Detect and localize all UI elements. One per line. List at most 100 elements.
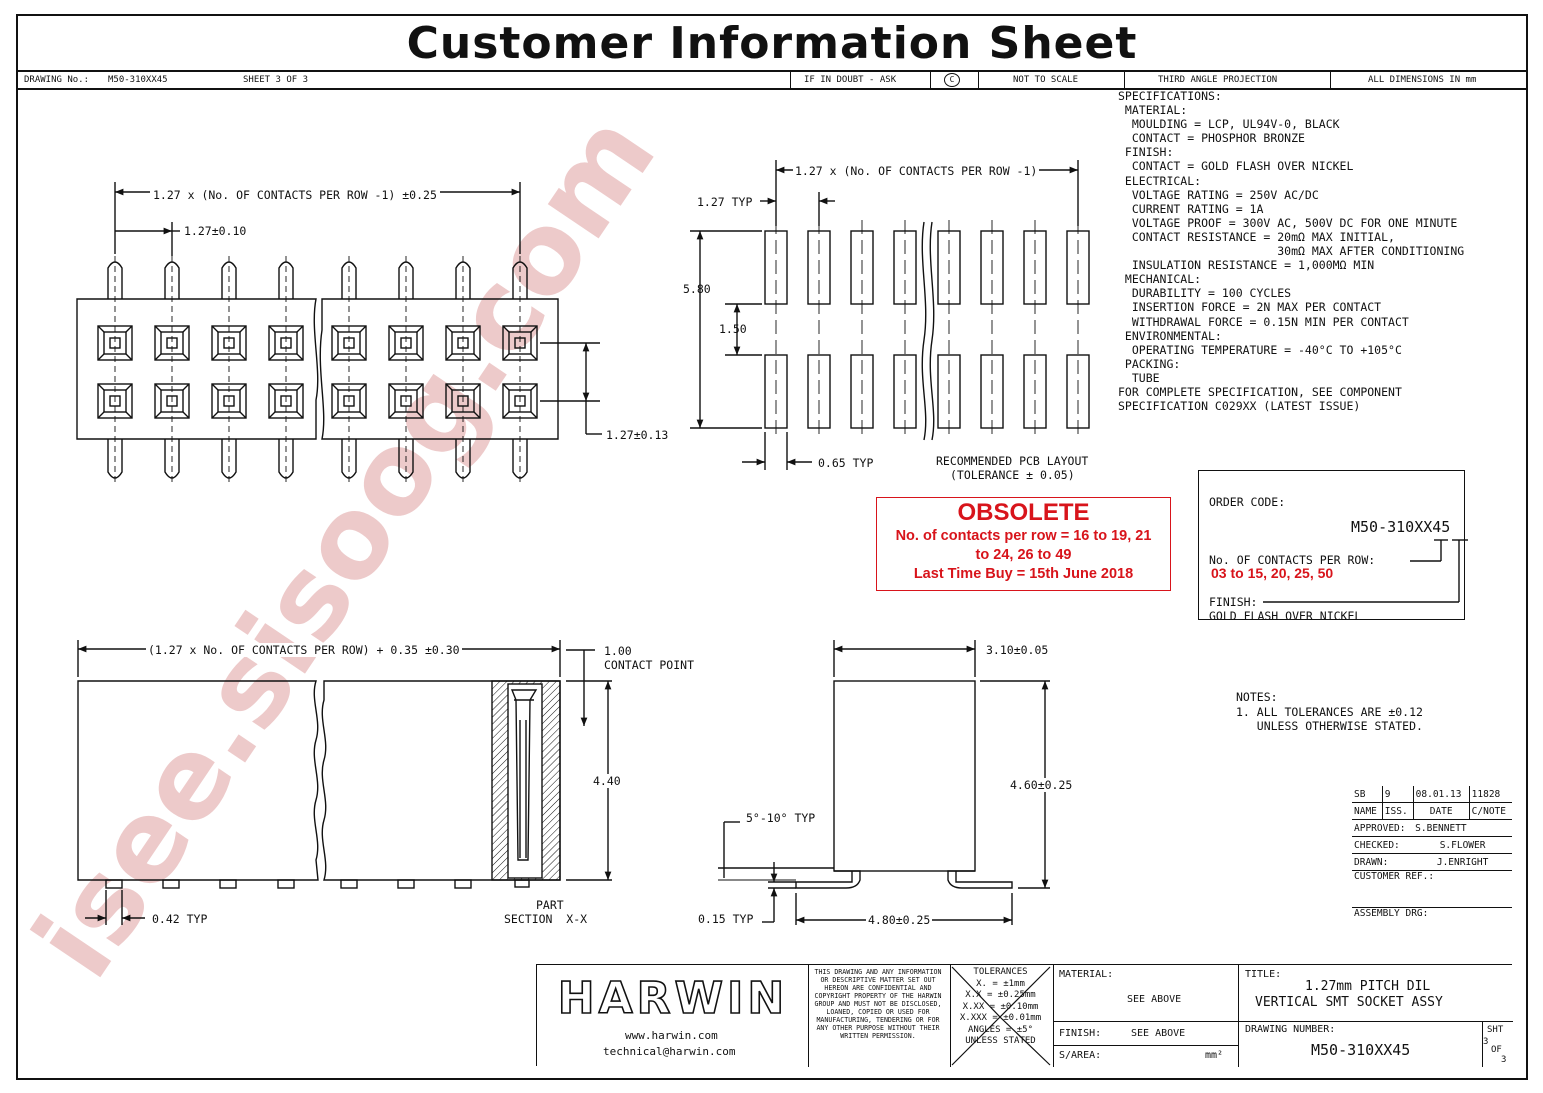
finish-value: GOLD FLASH OVER NICKEL [1209,609,1362,623]
socket-outer [445,383,481,419]
socket-outer [331,325,367,361]
website: www.harwin.com [625,1029,718,1042]
spec-line: MECHANICAL: [1118,272,1202,287]
revision-heads: NAME ISS. DATE C/NOTE [1352,802,1512,820]
socket-chamfer [445,325,481,361]
pcb-tolerance: (TOLERANCE ± 0.05) [950,468,1075,482]
socket-chamfer [388,325,424,361]
spec-line: VOLTAGE PROOF = 300V AC, 500V DC FOR ONE… [1118,215,1458,230]
drawing-no-label: DRAWING No.: [24,75,90,85]
finish-label-tb: FINISH: [1059,1028,1102,1039]
socket-inner [274,389,298,413]
socket-inner [451,389,475,413]
pcb-dim-height: 5.80 [683,282,711,296]
revision-block: SB 9 08.01.13 11828 NAME ISS. DATE C/NOT… [1352,786,1512,964]
customer-ref: CUSTOMER REF.: [1352,870,1512,908]
socket-inner [160,331,184,355]
socket-outer [445,325,481,361]
socket-outer [331,383,367,419]
socket-chamfer [211,325,247,361]
sheet-title: Customer Information Sheet [18,16,1526,72]
socket-inner [337,389,361,413]
spec-line: FINISH: [1118,145,1174,160]
dimensions-note: ALL DIMENSIONS IN mm [1368,75,1477,85]
socket-chamfer [331,383,367,419]
notes-title: NOTES: [1236,690,1278,704]
order-code-box: ORDER CODE: M50-310XX45 No. OF CONTACTS … [1198,470,1465,623]
smt-pin [397,879,415,889]
socket-chamfer [211,383,247,419]
drawn-by: J.ENRIGHT [1413,853,1512,871]
spec-line: VOLTAGE RATING = 250V AC/DC [1118,187,1319,202]
spec-line: MOULDING = LCP, UL94V-0, BLACK [1118,117,1340,132]
spec-line: CONTACT = GOLD FLASH OVER NICKEL [1118,159,1354,174]
pcb-caption: RECOMMENDED PCB LAYOUT [936,454,1089,468]
end-dim-thickness: 0.15 TYP [698,912,754,926]
projection-note: THIRD ANGLE PROJECTION [1158,75,1278,85]
spec-line: 30mΩ MAX AFTER CONDITIONING [1118,244,1465,259]
socket-hole [109,337,121,349]
socket-chamfer [388,383,424,419]
doubt-note: IF IN DOUBT - ASK [804,75,897,85]
socket-outer [211,383,247,419]
side-dim-pin: 0.42 TYP [152,912,208,926]
break-line-1 [921,221,927,441]
section-part: PART [536,898,564,912]
title-block: HARWIN www.harwin.com technical@harwin.c… [536,964,1513,1067]
obsolete-notice: OBSOLETE No. of contacts per row = 16 to… [876,497,1171,591]
socket-inner [394,331,418,355]
spec-line: CURRENT RATING = 1A [1118,201,1264,216]
drawing-sheet: Customer Information Sheet DRAWING No.: … [16,14,1528,1080]
socket-hole [400,395,412,407]
material-value: SEE ABOVE [1127,994,1182,1005]
notes-line-2: UNLESS OTHERWISE STATED. [1236,719,1423,733]
tol-3: X.XX = ±0.10mm [962,1001,1039,1012]
approved-by: S.BENNETT [1413,819,1512,837]
rev-name: SB [1352,786,1383,803]
notes-line-1: 1. ALL TOLERANCES ARE ±0.12 [1236,705,1423,719]
socket-hole [109,395,121,407]
spec-line: INSERTION FORCE = 2N MAX PER CONTACT [1118,300,1382,315]
spec-line: DURABILITY = 100 CYCLES [1118,286,1292,301]
copyright-icon: C [944,73,960,87]
socket-hole [280,395,292,407]
break-line-2 [929,221,935,441]
socket-outer [388,383,424,419]
sht-total: 3 [1501,1055,1507,1065]
socket-hole [514,395,526,407]
socket-hole [343,337,355,349]
socket-outer [211,325,247,361]
socket-outer [388,325,424,361]
end-dim-foot: 4.80±0.25 [866,913,933,927]
smt-pin [340,879,358,889]
socket-outer [502,383,538,419]
socket-hole [280,337,292,349]
socket-outer [154,325,190,361]
top-view [76,182,602,484]
end-dim-width: 3.10±0.05 [986,643,1049,657]
obsolete-line-3: Last Time Buy = 15th June 2018 [913,566,1134,582]
scale-note: NOT TO SCALE [1013,75,1079,85]
sarea-unit: mm² [1205,1050,1224,1061]
drawn-label: DRAWN: [1352,853,1414,871]
drawing-number: M50-310XX45 [1311,1041,1411,1059]
spec-line: ELECTRICAL: [1118,173,1202,188]
spec-line: INSULATION RESISTANCE = 1,000MΩ MIN [1118,258,1375,273]
tolerance-diamond [951,966,1051,1066]
side-dim-overall: (1.27 x No. OF CONTACTS PER ROW) + 0.35 … [146,643,462,657]
revision-row: SB 9 08.01.13 11828 [1352,786,1512,803]
housing-left [76,298,319,440]
spec-line: SPECIFICATION C029XX (LATEST ISSUE) [1118,399,1361,414]
socket-inner [337,331,361,355]
socket-outer [154,383,190,419]
housing-right [319,298,559,440]
top-dim-row: 1.27±0.13 [606,428,669,442]
pcb-dim-typ: 1.27 TYP [697,195,753,209]
socket-chamfer [331,325,367,361]
socket-inner [103,389,127,413]
contact-point-label: CONTACT POINT [604,658,695,672]
spec-line: FOR COMPLETE SPECIFICATION, SEE COMPONEN… [1118,384,1402,399]
socket-inner [217,389,241,413]
material-label: MATERIAL: [1059,969,1114,980]
socket-outer [502,325,538,361]
